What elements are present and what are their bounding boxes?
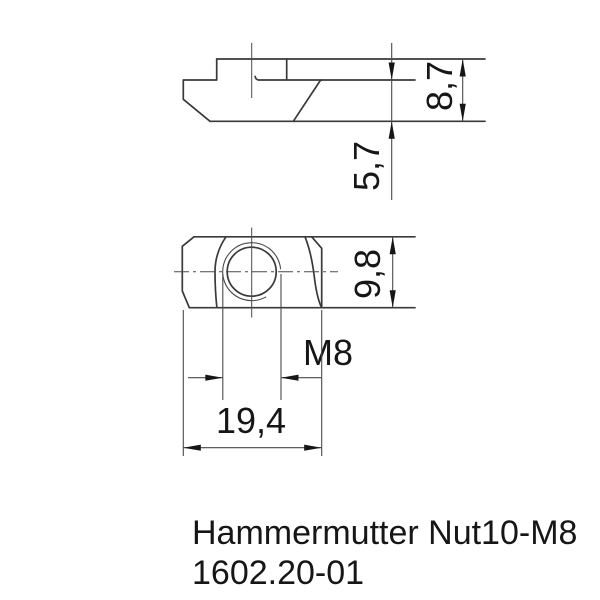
side-step-line (254, 75, 416, 81)
dim-8-7-arrow-down (459, 103, 466, 122)
thread-major-arc (222, 242, 282, 302)
top-view-right-hammer-curve (304, 235, 322, 308)
dim-5-7-arrow-down (388, 62, 395, 80)
title-block: Hammermutter Nut10-M8 1602.20-01 (192, 514, 577, 592)
dim-5-7-arrow-up (388, 121, 395, 139)
dim-9-8-arrow-down (389, 290, 396, 308)
dim-8-7-arrow-up (459, 59, 466, 77)
side-view: 5,7 8,7 (182, 43, 486, 200)
dim-9-8-arrow-up (389, 236, 396, 255)
dim-19-4-arrow-right (304, 444, 322, 451)
part-title: Hammermutter Nut10-M8 (192, 514, 577, 552)
dim-19-4-arrow-left (183, 444, 201, 451)
part-number: 1602.20-01 (192, 554, 364, 592)
top-view: 9,8 M8 19,4 (174, 227, 416, 456)
dim-8-7-label: 8,7 (419, 61, 460, 111)
side-hammer-face (292, 79, 323, 123)
top-view-left-edge (181, 235, 195, 309)
dim-19-4-label: 19,4 (216, 400, 286, 441)
dim-5-7-label: 5,7 (346, 141, 387, 191)
side-left-profile (182, 58, 218, 123)
top-view-right-edge (310, 235, 323, 309)
dim-m8-arrow-left (281, 374, 299, 381)
dim-m8-arrow-right (205, 374, 223, 381)
dim-9-8-label: 9,8 (347, 249, 388, 299)
dim-m8-label: M8 (303, 332, 353, 373)
top-view-left-hammer-curve (214, 235, 227, 309)
